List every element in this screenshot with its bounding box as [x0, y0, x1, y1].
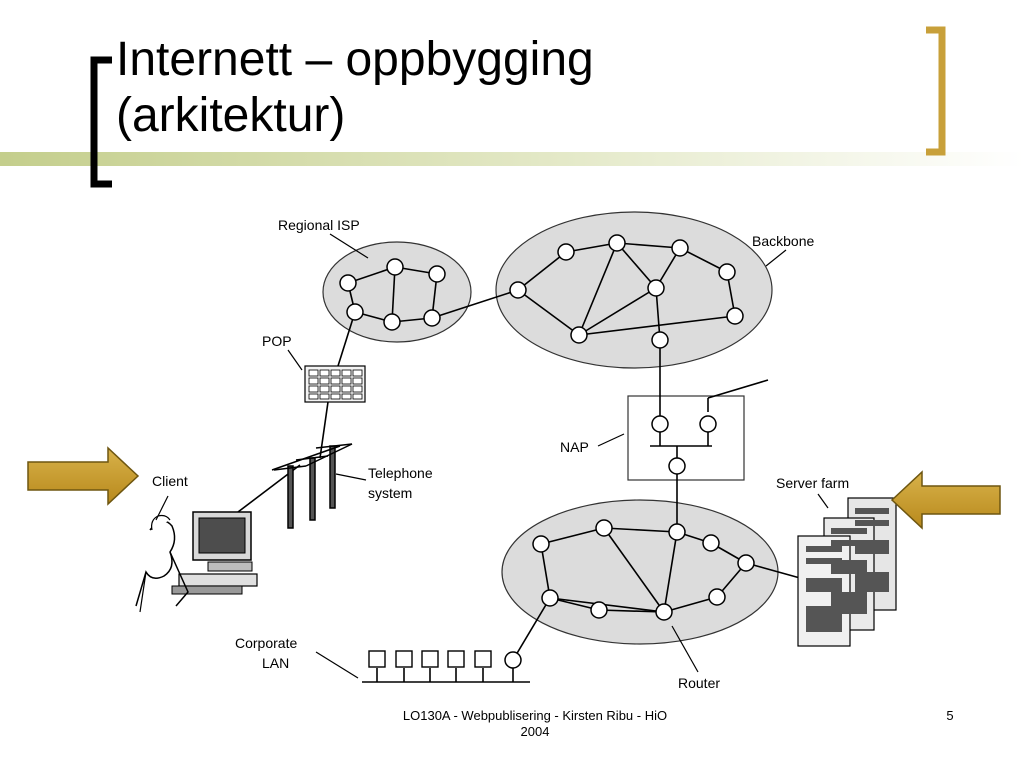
pop-rack-icon: [304, 365, 366, 403]
router-node: [668, 523, 686, 541]
nap-box: [627, 395, 745, 481]
router-nodes: [339, 234, 755, 669]
label-regional-isp: Regional ISP: [278, 217, 360, 233]
router-node: [509, 281, 527, 299]
router-node: [668, 457, 686, 475]
router-node: [346, 303, 364, 321]
lower-network-cloud: [501, 499, 779, 645]
router-node: [570, 326, 588, 344]
label-corporate-line1: Corporate: [235, 635, 297, 651]
label-corporate-line2: LAN: [262, 655, 289, 671]
footer-line-2: 2004: [520, 724, 550, 739]
telephone-poles-icon: [271, 443, 353, 529]
label-backbone: Backbone: [752, 233, 814, 249]
footer-line-1: LO130A - Webpublisering - Kirsten Ribu -…: [402, 708, 668, 723]
router-node: [504, 651, 522, 669]
router-node: [651, 331, 669, 349]
label-server-farm: Server farm: [776, 475, 849, 491]
router-node: [423, 309, 441, 327]
label-router: Router: [678, 675, 720, 691]
left-bracket: [90, 56, 112, 188]
router-node: [595, 519, 613, 537]
title-line-2: (arkitektur): [116, 89, 346, 142]
title-band: [0, 152, 1024, 166]
lan-host-icon: [447, 650, 465, 668]
lan-hosts: [368, 650, 492, 668]
page-number: 5: [946, 708, 954, 723]
client-workstation-icon: [135, 511, 258, 613]
router-node: [339, 274, 357, 292]
page-title: Internett – oppbygging (arkitektur): [116, 32, 594, 144]
label-telephone-line1: Telephone: [368, 465, 433, 481]
router-node: [428, 265, 446, 283]
server-farm-icon: [797, 497, 897, 647]
router-node: [737, 554, 755, 572]
lan-host-icon: [474, 650, 492, 668]
lan-host-icon: [395, 650, 413, 668]
label-nap: NAP: [560, 439, 589, 455]
label-leaders: [155, 233, 829, 679]
router-node: [383, 313, 401, 331]
router-node: [708, 588, 726, 606]
router-node: [726, 307, 744, 325]
router-node: [718, 263, 736, 281]
router-node: [647, 279, 665, 297]
arrow-left-icon: [890, 470, 1001, 530]
router-node: [651, 415, 669, 433]
router-node: [702, 534, 720, 552]
router-node: [532, 535, 550, 553]
router-node: [655, 603, 673, 621]
router-node: [608, 234, 626, 252]
router-node: [590, 601, 608, 619]
title-line-1: Internett – oppbygging: [116, 33, 594, 86]
label-telephone-line2: system: [368, 485, 412, 501]
lan-host-icon: [421, 650, 439, 668]
slide-footer: LO130A - Webpublisering - Kirsten Ribu -…: [370, 708, 700, 740]
label-client: Client: [152, 473, 188, 489]
router-node: [699, 415, 717, 433]
router-node: [386, 258, 404, 276]
router-node: [671, 239, 689, 257]
router-node: [557, 243, 575, 261]
lan-host-icon: [368, 650, 386, 668]
right-bracket: [926, 26, 946, 156]
router-node: [541, 589, 559, 607]
arrow-right-icon: [27, 446, 140, 506]
label-pop: POP: [262, 333, 292, 349]
